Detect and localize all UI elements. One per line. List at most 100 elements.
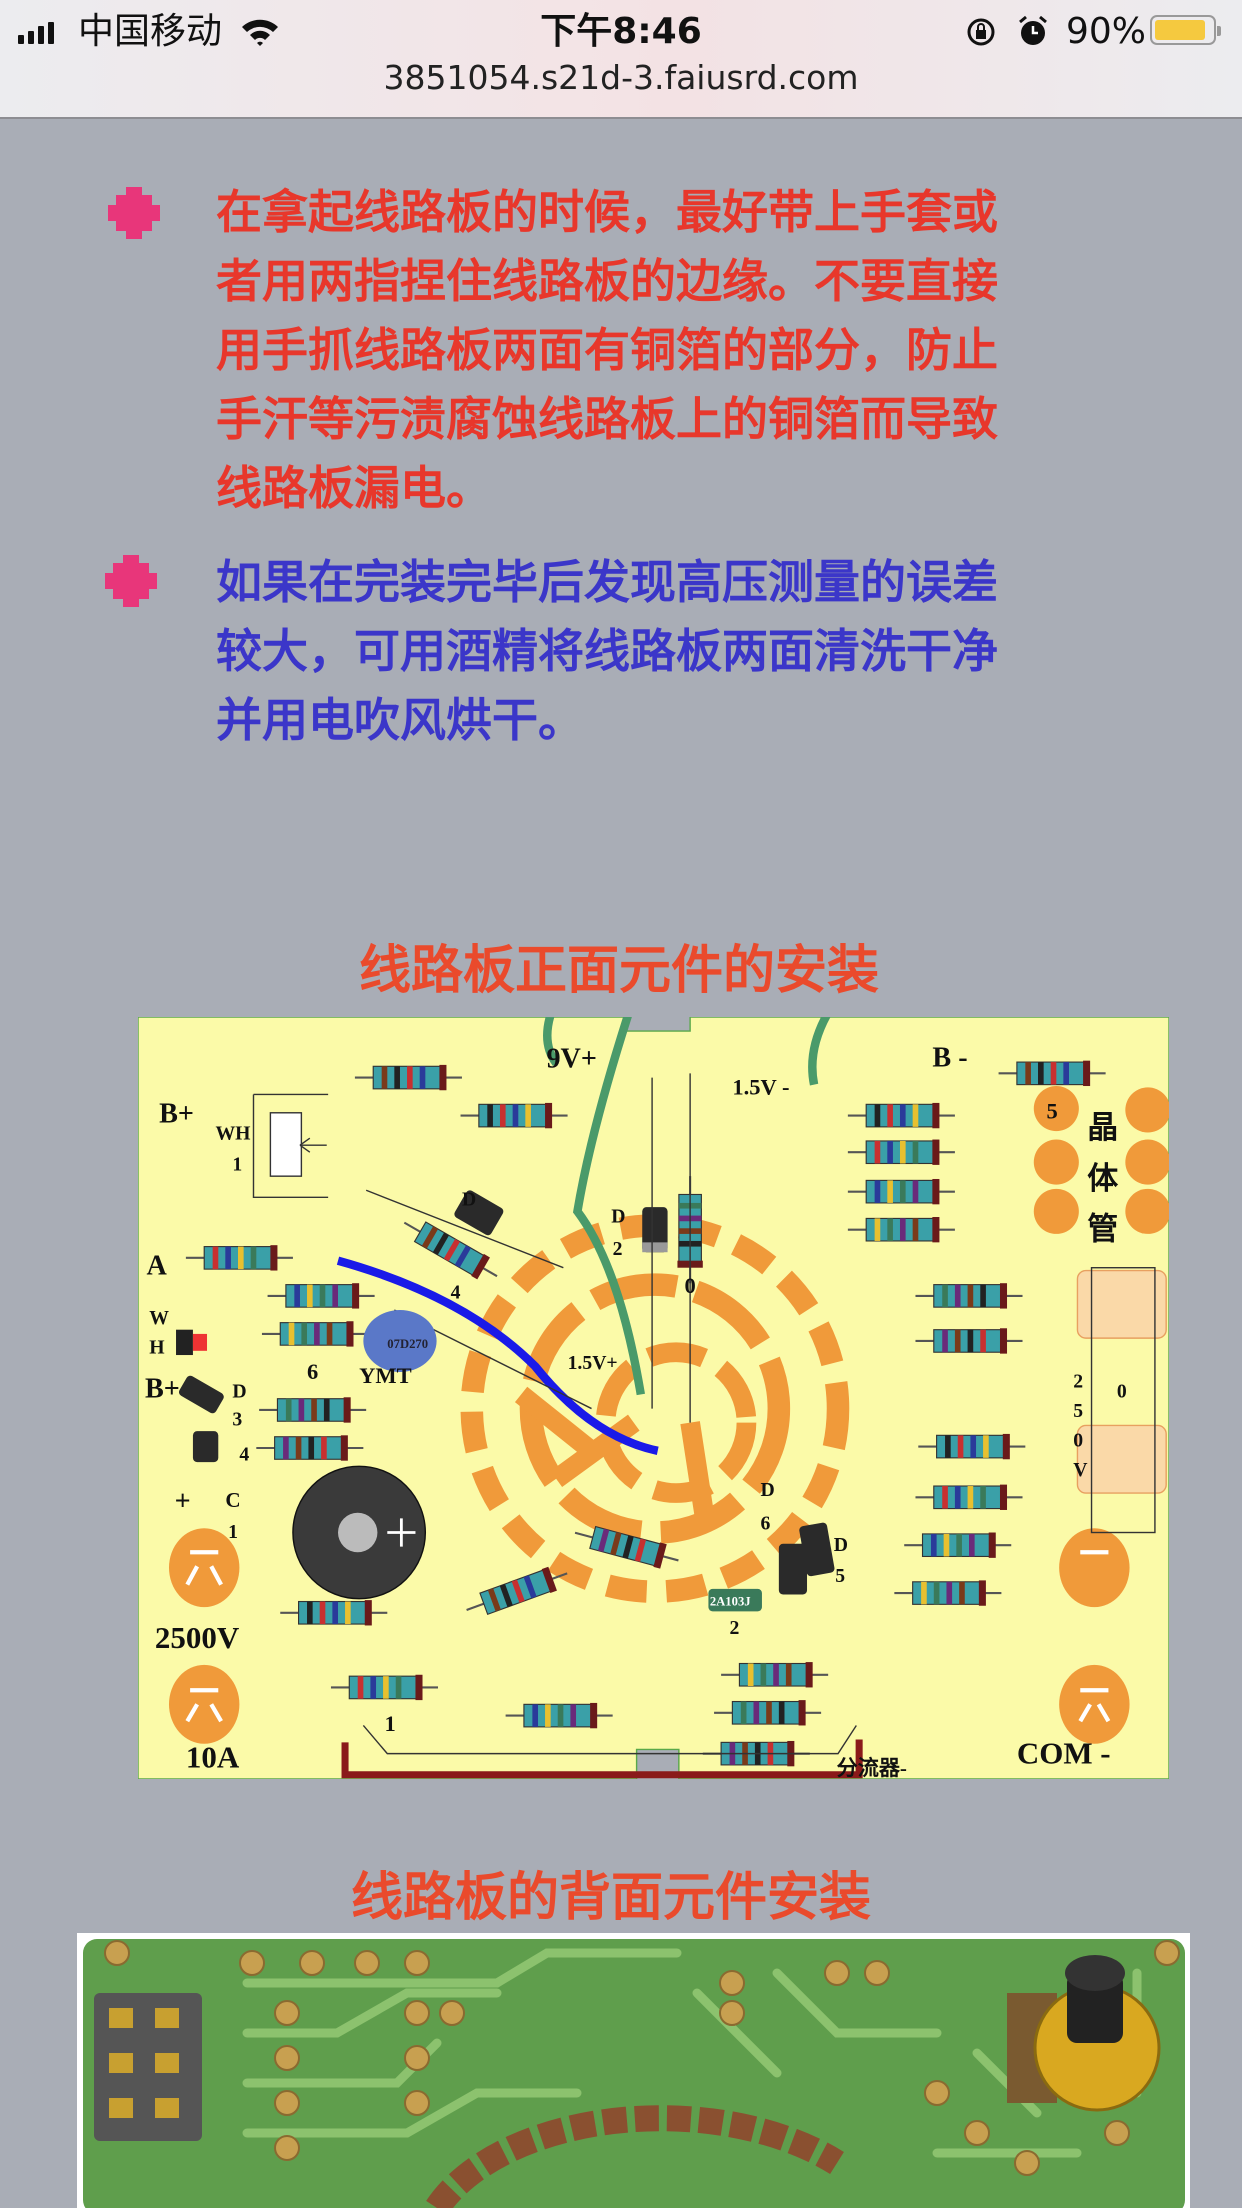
label-9v-plus: 9V+ [546, 1044, 596, 1075]
label-250v: 5 [1073, 1400, 1083, 1422]
tip-line: 者用两指捏住线路板的边缘。不要直接 [216, 254, 998, 308]
label-capacitor: 2A103J [710, 1595, 751, 1609]
label-250v: V [1073, 1459, 1087, 1481]
label-250v: 0 [1073, 1430, 1083, 1452]
label-transistor: 晶 [1087, 1110, 1118, 1145]
resistor [267, 1283, 375, 1309]
resistor [915, 1484, 1023, 1510]
label-b-plus: B+ [159, 1099, 194, 1130]
label-1: 1 [384, 1711, 395, 1736]
tip-cleaning: 如果在完装完毕后发现高压测量的误差 较大，可用酒精将线路板两面清洗干净 并用电吹… [216, 548, 1076, 755]
bullet-icon [108, 187, 160, 239]
resistor [256, 1435, 364, 1461]
status-bar: 中国移动 下午8:46 90% 3851054.s21d-3.faiusrd.c… [0, 0, 1242, 119]
label-transistor: 管 [1087, 1212, 1118, 1247]
resistor [904, 1532, 1012, 1558]
fuse-holders [1076, 1269, 1167, 1494]
alarm-icon [1019, 15, 1047, 45]
resistor [403, 1221, 498, 1280]
label-d2: D [611, 1206, 625, 1228]
resistor [915, 1328, 1023, 1354]
tip-handling-pcb: 在拿起线路板的时候，最好带上手套或 者用两指捏住线路板的边缘。不要直接 用手抓线… [216, 178, 1076, 523]
front-components-heading: 线路板正面元件的安装 [358, 941, 879, 1001]
potentiometer-symbol [252, 1093, 329, 1198]
address-bar-url[interactable]: 3851054.s21d-3.faiusrd.com [383, 58, 859, 97]
resistor [847, 1102, 955, 1129]
label-wh1: 1 [232, 1154, 242, 1176]
label-com: COM - [1017, 1735, 1111, 1770]
label-d6: D [761, 1479, 775, 1501]
resistor [330, 1674, 439, 1701]
label-b-minus: B - [932, 1042, 967, 1073]
label-d6: 6 [761, 1513, 771, 1535]
label-5: 5 [1046, 1098, 1057, 1123]
tip-line: 如果在完装完毕后发现高压测量的误差 [216, 555, 998, 609]
wires-and-leads [336, 1017, 863, 1779]
label-10a: 10A [186, 1740, 240, 1775]
resistor [574, 1525, 679, 1569]
resistor [847, 1139, 955, 1165]
label-250v: 2 [1073, 1370, 1083, 1392]
resistor [721, 1662, 829, 1688]
tip-line: 线路板漏电。 [216, 461, 492, 515]
carrier-name: 中国移动 [78, 11, 223, 52]
label-2500v: 2500V [155, 1620, 240, 1655]
potentiometer-knob [1007, 1955, 1161, 2112]
tip-line: 手汗等污渍腐蚀线路板上的铜箔而导致 [216, 392, 998, 446]
resistor [505, 1702, 613, 1729]
resistor [259, 1397, 367, 1423]
resistor [280, 1600, 388, 1626]
battery-icon [1150, 15, 1221, 45]
tip-line: 用手抓线路板两面有铜箔的部分，防止 [216, 323, 998, 377]
tip-line: 在拿起线路板的时候，最好带上手套或 [216, 185, 998, 239]
wifi-icon [242, 19, 278, 46]
diodes [176, 1190, 835, 1595]
resistor [918, 1433, 1026, 1460]
label-wh: WH [215, 1123, 250, 1145]
resistor [915, 1283, 1023, 1309]
label-c1: C [225, 1488, 240, 1512]
label-6: 6 [307, 1359, 318, 1384]
label-d3: D [232, 1380, 246, 1402]
label-d4: D [462, 1189, 476, 1211]
label-d4: 4 [451, 1282, 461, 1304]
bullet-icon [105, 555, 157, 607]
back-pcb-photo [77, 1933, 1190, 2208]
label-ymt: YMT [359, 1363, 412, 1388]
label-b-plus-2: B+ [145, 1373, 180, 1404]
capacitor [708, 1588, 762, 1612]
battery-percent: 90% [1066, 11, 1147, 52]
tip-line: 较大，可用酒精将线路板两面清洗干净 [216, 624, 998, 678]
label-c1: 1 [228, 1521, 238, 1543]
resistor [714, 1700, 822, 1726]
resistors [185, 1060, 1106, 1767]
label-shunt: 分流器- [837, 1756, 907, 1779]
label-d5: D [834, 1534, 848, 1556]
rotation-lock-icon [967, 18, 995, 46]
resistor [460, 1102, 568, 1129]
resistor [185, 1245, 293, 1271]
label-d2: 2 [613, 1238, 623, 1260]
label-1.5v-plus: 1.5V+ [568, 1352, 618, 1374]
resistor [466, 1566, 568, 1616]
label-d3: 4 [239, 1444, 249, 1466]
label-0: 0 [1117, 1380, 1127, 1402]
resistor [998, 1060, 1106, 1087]
back-components-heading: 线路板的背面元件安装 [350, 1868, 871, 1928]
resistor [847, 1178, 955, 1205]
buzzer [292, 1465, 427, 1600]
label-w: W [149, 1307, 169, 1329]
label-2: 2 [730, 1617, 740, 1639]
label-c-plus: + [175, 1486, 191, 1517]
resistor [894, 1580, 1002, 1606]
label-varistor: 07D270 [387, 1337, 428, 1351]
clock: 下午8:46 [540, 11, 702, 52]
label-d3: 3 [232, 1408, 242, 1430]
label-h: H [149, 1337, 164, 1359]
label-r0: 0 [684, 1273, 695, 1298]
signal-icon [18, 22, 54, 44]
resistor [847, 1217, 955, 1243]
resistor [354, 1064, 462, 1091]
varistor [363, 1309, 437, 1372]
label-1.5v-minus: 1.5V - [732, 1074, 789, 1099]
